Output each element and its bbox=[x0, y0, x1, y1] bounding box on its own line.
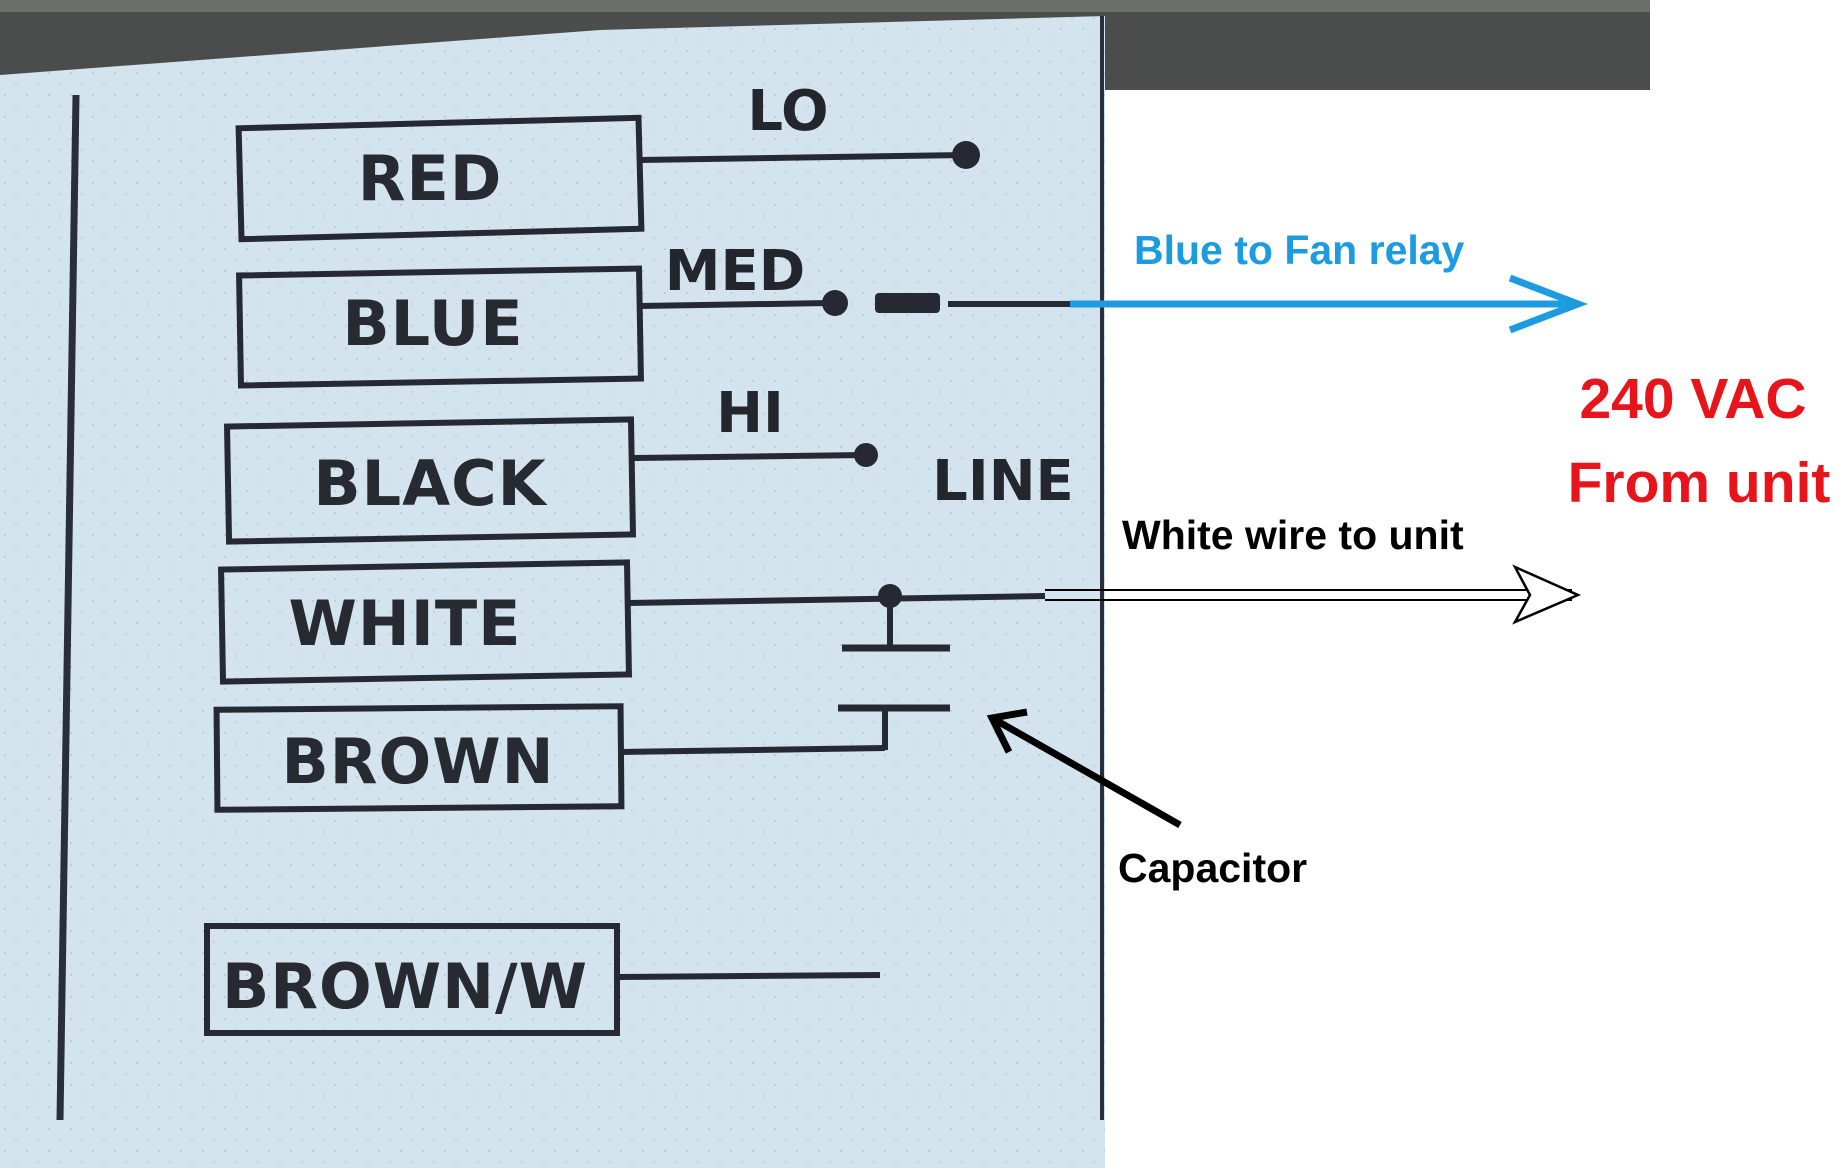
wire-black bbox=[631, 452, 866, 461]
wire-red bbox=[639, 152, 967, 163]
wire-brown bbox=[620, 745, 886, 755]
wire-brown-w bbox=[616, 972, 881, 980]
terminal-dot-med bbox=[822, 290, 848, 316]
terminal-blue: BLUE bbox=[236, 265, 644, 389]
annotation-from-unit: From unit bbox=[1568, 451, 1831, 515]
terminal-white: WHITE bbox=[218, 559, 632, 685]
terminal-red: RED bbox=[235, 114, 645, 243]
terminal-label: BLUE bbox=[342, 287, 523, 360]
annotation-white-wire: White wire to unit bbox=[1122, 512, 1464, 558]
terminal-brown: BROWN bbox=[213, 703, 625, 813]
annotation-blue-to-fan-relay: Blue to Fan relay bbox=[1134, 227, 1465, 273]
terminal-dot-lo bbox=[952, 141, 980, 169]
terminal-label: BLACK bbox=[313, 447, 547, 520]
capacitor-symbol bbox=[838, 644, 950, 712]
speed-label-line: LINE bbox=[932, 449, 1074, 514]
capacitor-arrow bbox=[986, 708, 1182, 829]
terminal-black: BLACK bbox=[223, 416, 637, 545]
terminal-label: BROWN bbox=[282, 725, 555, 798]
junction-dot bbox=[878, 584, 902, 608]
speed-label-lo: LO bbox=[747, 79, 828, 144]
wire-white bbox=[627, 593, 1046, 606]
terminal-dot-hi bbox=[854, 443, 878, 467]
speed-label-hi: HI bbox=[716, 381, 784, 446]
terminal-label: BROWN/W bbox=[222, 950, 588, 1023]
terminal-brown-w: BROWN/W bbox=[204, 923, 620, 1036]
wires bbox=[616, 152, 1070, 980]
wire-blue bbox=[639, 300, 831, 309]
terminal-label: RED bbox=[358, 142, 503, 215]
panel-border-line bbox=[56, 94, 80, 1121]
wire-connector bbox=[875, 293, 940, 313]
terminal-label: WHITE bbox=[289, 587, 522, 660]
white-wire-arrow bbox=[1045, 564, 1582, 625]
blue-arrow bbox=[1070, 274, 1588, 334]
annotation-capacitor: Capacitor bbox=[1118, 845, 1307, 891]
annotation-vac: 240 VAC bbox=[1579, 367, 1806, 431]
speed-label-med: MED bbox=[665, 239, 805, 304]
